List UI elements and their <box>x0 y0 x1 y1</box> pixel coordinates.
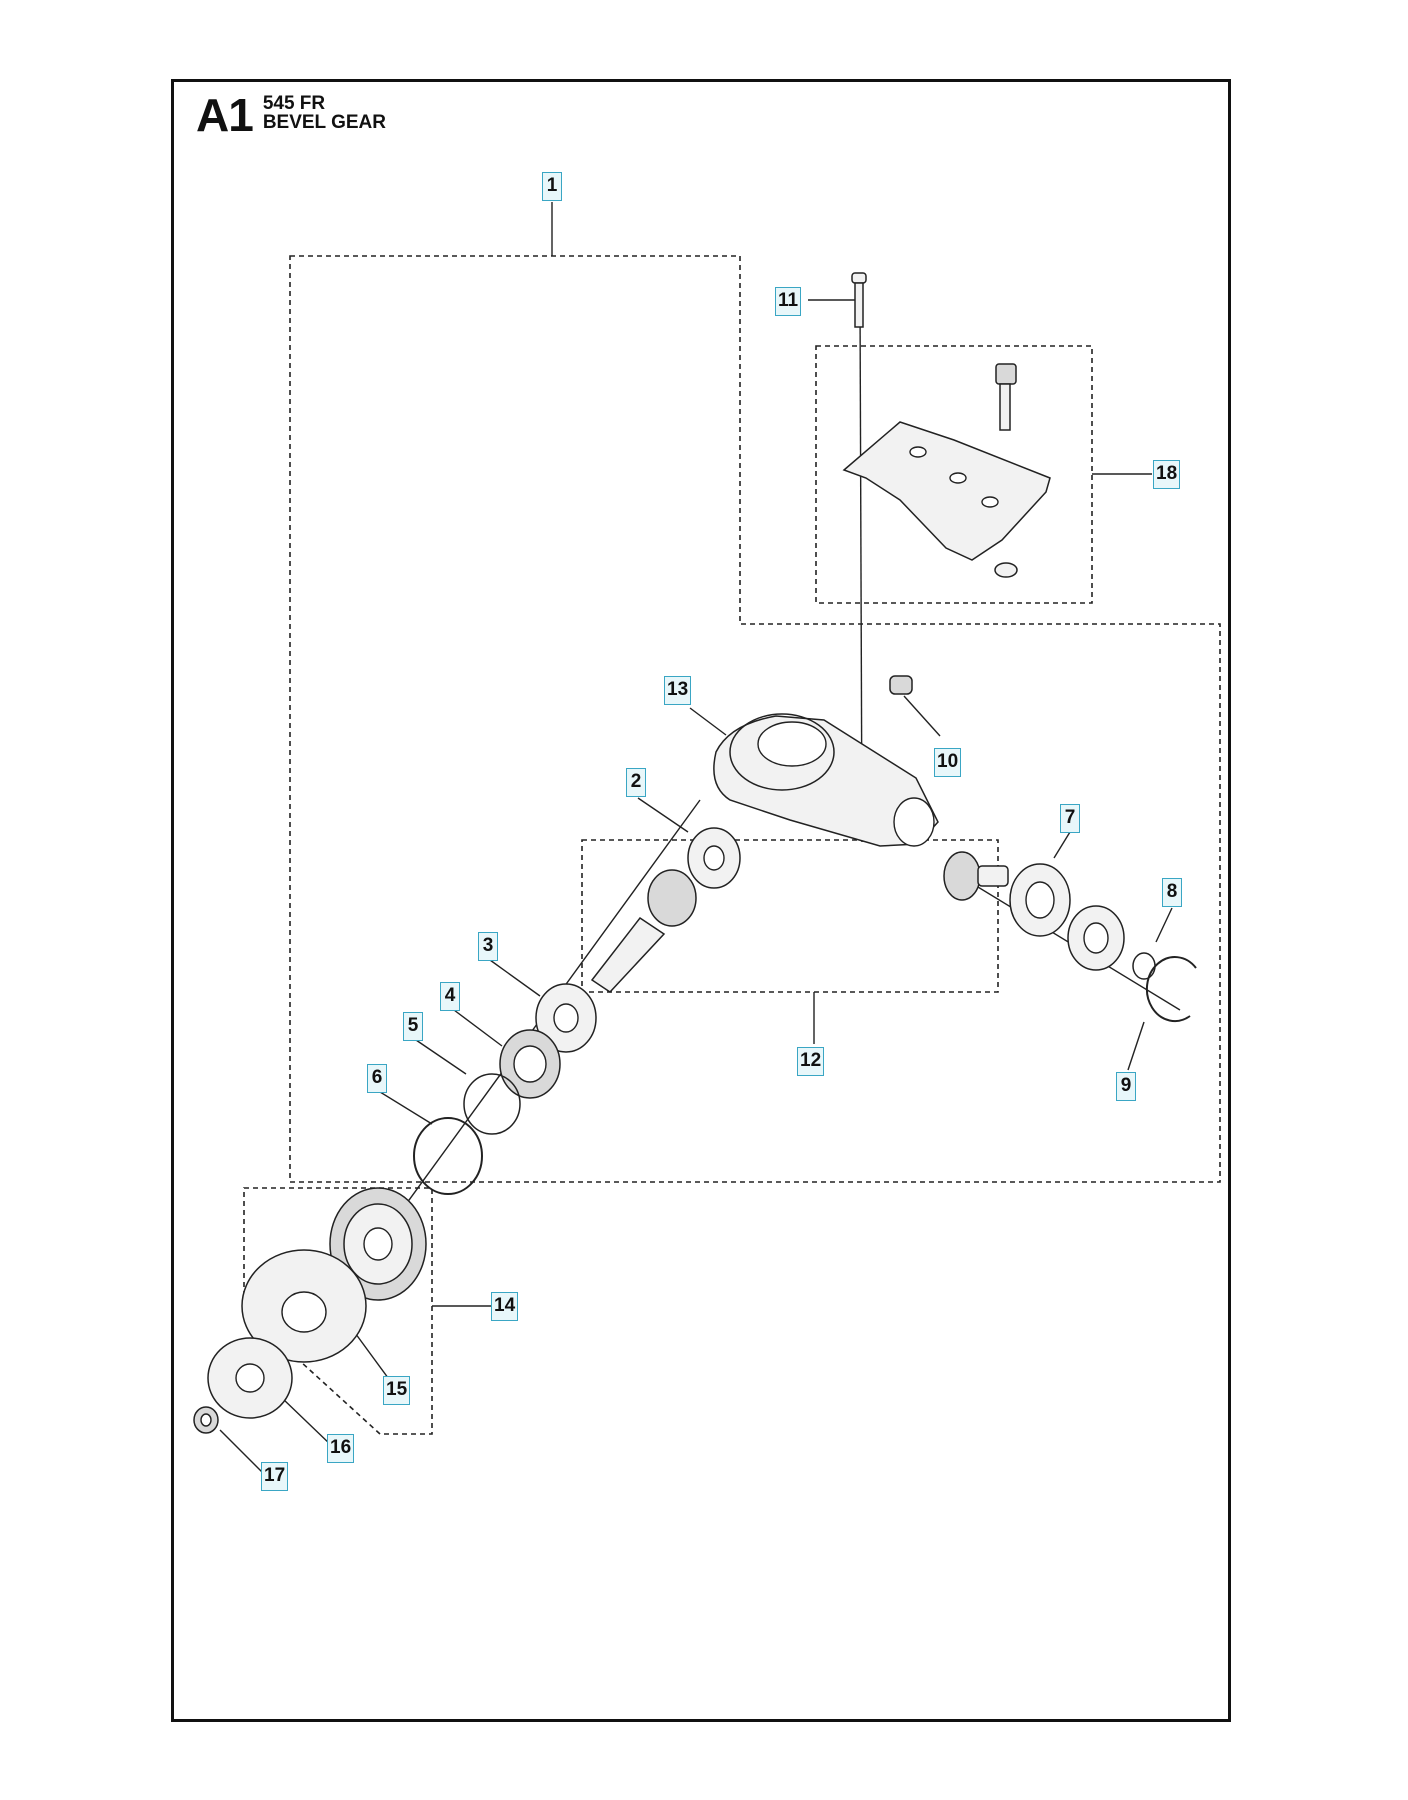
part-17-nut <box>193 1406 219 1434</box>
leader-8 <box>1155 907 1173 943</box>
section-title: BEVEL GEAR <box>262 112 386 133</box>
leader-9 <box>1127 1021 1145 1071</box>
part-13-gear-housing <box>713 713 939 847</box>
part-4-seal <box>499 1029 561 1099</box>
assembly-axis-side <box>949 869 1181 1011</box>
callout-4: 4 <box>440 982 460 1011</box>
callout-3: 3 <box>478 932 498 961</box>
callout-10: 10 <box>934 748 962 777</box>
leader-2 <box>637 797 689 833</box>
callout-8: 8 <box>1162 878 1182 907</box>
callout-14: 14 <box>491 1292 519 1321</box>
part-2-bearing <box>687 827 741 889</box>
callout-2: 2 <box>626 768 646 797</box>
callout-15: 15 <box>383 1376 411 1405</box>
group-boundary-18 <box>815 345 1093 604</box>
part-15-disc <box>241 1249 367 1363</box>
callout-7: 7 <box>1060 804 1080 833</box>
leader-16 <box>281 1397 333 1447</box>
callout-11: 11 <box>775 287 802 316</box>
callout-12: 12 <box>797 1047 825 1076</box>
callout-18: 18 <box>1153 460 1181 489</box>
callout-6: 6 <box>367 1064 387 1093</box>
header-lines: 545 FR BEVEL GEAR <box>263 94 386 132</box>
part-16-flange <box>207 1337 293 1419</box>
leader-6 <box>379 1091 433 1125</box>
part-7-bearing <box>1009 863 1071 937</box>
group-boundary-14 <box>243 1187 433 1435</box>
leader-7 <box>1053 831 1071 859</box>
part-11-screw <box>851 272 867 328</box>
leader-3 <box>489 959 541 997</box>
part-6-circlip <box>413 1117 483 1195</box>
part-12-gear-shafts <box>590 851 1009 993</box>
callout-1: 1 <box>542 172 562 201</box>
part-9-circlip <box>1145 956 1197 1023</box>
part-18-guard <box>842 363 1051 578</box>
leader-4 <box>453 1009 503 1047</box>
leader-13 <box>689 707 727 736</box>
part-10-plug <box>889 675 913 695</box>
leader-5 <box>415 1039 467 1075</box>
model-name: 545 FR <box>262 93 326 114</box>
diagram-header: A1 545 FR BEVEL GEAR <box>196 92 386 138</box>
leader-10 <box>903 695 941 737</box>
part-8-ring <box>1132 952 1156 980</box>
callout-9: 9 <box>1116 1072 1136 1101</box>
callout-13: 13 <box>664 676 692 705</box>
group-boundary-12 <box>581 839 999 993</box>
part-3-bearing <box>535 983 597 1053</box>
callout-5: 5 <box>403 1012 423 1041</box>
page-frame <box>171 79 1231 1722</box>
group-boundary-1 <box>289 255 1221 1183</box>
section-code: A1 <box>196 89 254 141</box>
part-5-washer <box>463 1073 521 1135</box>
part-7-bearing-second <box>1067 905 1125 971</box>
leader-17 <box>219 1429 265 1475</box>
callout-17: 17 <box>261 1462 289 1491</box>
callout-16: 16 <box>327 1434 355 1463</box>
